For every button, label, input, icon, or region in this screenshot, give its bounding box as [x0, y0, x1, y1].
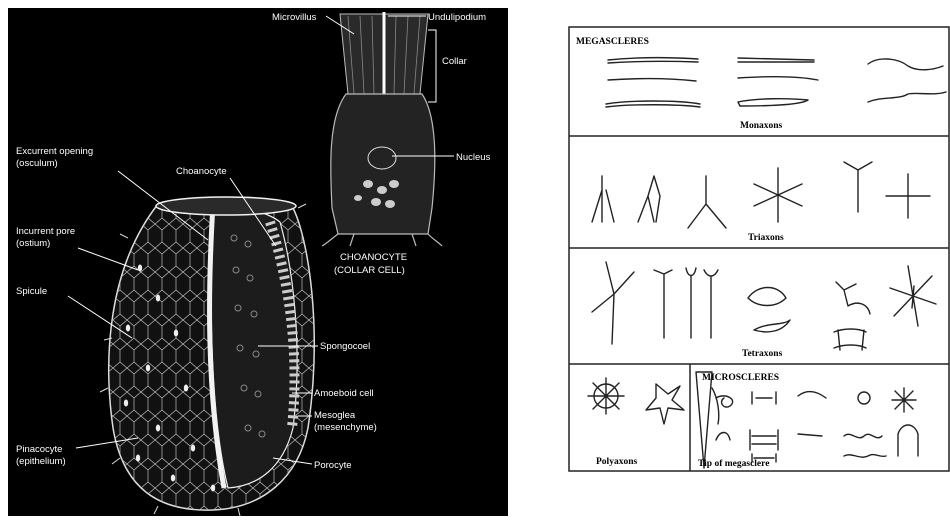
label-porocyte: Porocyte — [314, 460, 352, 471]
label-spongocoel: Spongocoel — [320, 341, 370, 352]
choanocyte-cell — [322, 12, 442, 246]
label-choanocyte-cell-subtitle: (COLLAR CELL) — [334, 265, 405, 276]
label-nucleus: Nucleus — [456, 152, 491, 163]
label-undulipodium: Undulipodium — [428, 12, 486, 23]
tip-of-megasclere-label: Tip of megasclere — [698, 459, 769, 469]
label-spicule: Spicule — [16, 286, 47, 297]
label-osculum: (osculum) — [16, 158, 58, 169]
label-epithelium: (epithelium) — [16, 456, 66, 467]
label-excurrent-opening: Excurrent opening — [16, 146, 93, 157]
label-incurrent-pore: Incurrent pore — [16, 226, 75, 237]
label-choanocyte-cell-title: CHOANOCYTE — [340, 252, 407, 263]
label-mesenchyme: (mesenchyme) — [314, 422, 377, 433]
tetraxons-label: Tetraxons — [742, 349, 783, 359]
megascleres-heading: MEGASCLERES — [576, 37, 649, 47]
sponge-body — [98, 193, 328, 516]
sponge-anatomy-diagram: Microvillus Undulipodium Collar Nucleus … — [8, 8, 508, 516]
label-pinacocyte: Pinacocyte — [16, 444, 62, 455]
label-mesoglea: Mesoglea — [314, 410, 356, 421]
label-microvillus: Microvillus — [272, 12, 317, 23]
spicule-types-svg: MEGASCLERES Monaxons Triaxons Tetraxons … — [568, 26, 950, 472]
label-amoeboid-cell: Amoeboid cell — [314, 388, 374, 399]
sponge-anatomy-svg: Microvillus Undulipodium Collar Nucleus … — [8, 8, 508, 516]
label-ostium: (ostium) — [16, 238, 50, 249]
label-choanocyte: Choanocyte — [176, 166, 227, 177]
label-collar: Collar — [442, 56, 467, 67]
spicule-types-chart: MEGASCLERES Monaxons Triaxons Tetraxons … — [568, 26, 950, 472]
microscleres-heading: MICROSCLERES — [702, 373, 779, 383]
polyaxons-label: Polyaxons — [596, 457, 637, 467]
triaxons-label: Triaxons — [748, 233, 784, 243]
monaxons-label: Monaxons — [740, 121, 783, 131]
